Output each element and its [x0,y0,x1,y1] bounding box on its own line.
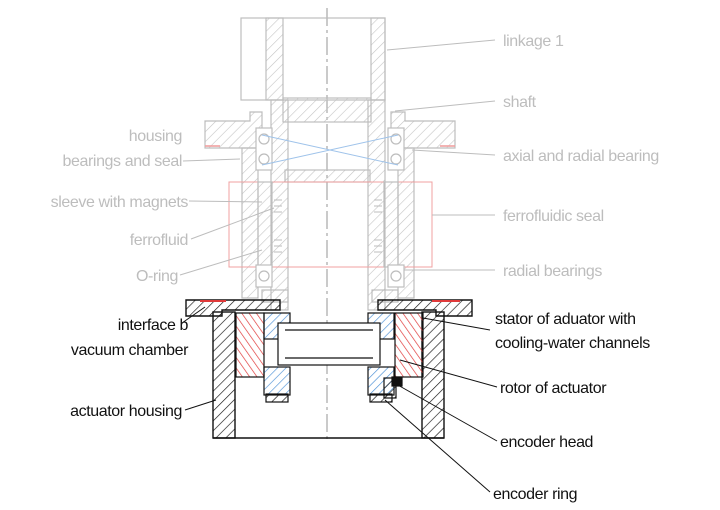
rotor-part [263,312,395,396]
label-radial-bearings: radial bearings [503,263,602,280]
linkage-part [240,17,386,101]
bearing-cross-lines [261,134,399,166]
label-shaft: shaft [503,94,537,111]
interface-flange [185,299,473,317]
label-stator-line1: stator of aduator with [495,311,636,328]
label-rotor: rotor of actuator [500,380,607,397]
leader-lines-dark [181,306,498,493]
label-sleeve-with-magnets: sleeve with magnets [51,194,189,211]
o-ring-seats [261,289,399,303]
shaft-part [270,97,386,311]
leader-lines-grey [179,39,496,276]
label-ferrofluid: ferrofluid [130,232,188,249]
label-ferrofluidic-seal: ferrofluidic seal [503,208,604,225]
stator-part [235,312,424,378]
label-encoder-head: encoder head [500,434,593,451]
sleeve-with-magnets [257,181,399,268]
label-housing: housing [129,128,182,145]
label-bearings-and-seal: bearings and seal [62,153,182,170]
label-o-ring: O-ring [136,268,178,285]
label-interface-line1: interface b [118,317,189,334]
label-actuator-housing: actuator housing [70,403,182,420]
actuator-housing-part [212,311,445,439]
axial-radial-bearings [255,127,405,171]
encoder-parts [265,376,403,403]
label-interface-line2: vacuum chamber [71,342,189,359]
label-linkage: linkage 1 [503,33,564,50]
lower-radial-bearings [255,264,405,288]
label-stator-line2: cooling-water channels [495,335,650,352]
label-axial-radial-bearing: axial and radial bearing [503,148,659,165]
ferrofluid-rings [274,199,382,253]
label-encoder-ring: encoder ring [493,486,577,503]
